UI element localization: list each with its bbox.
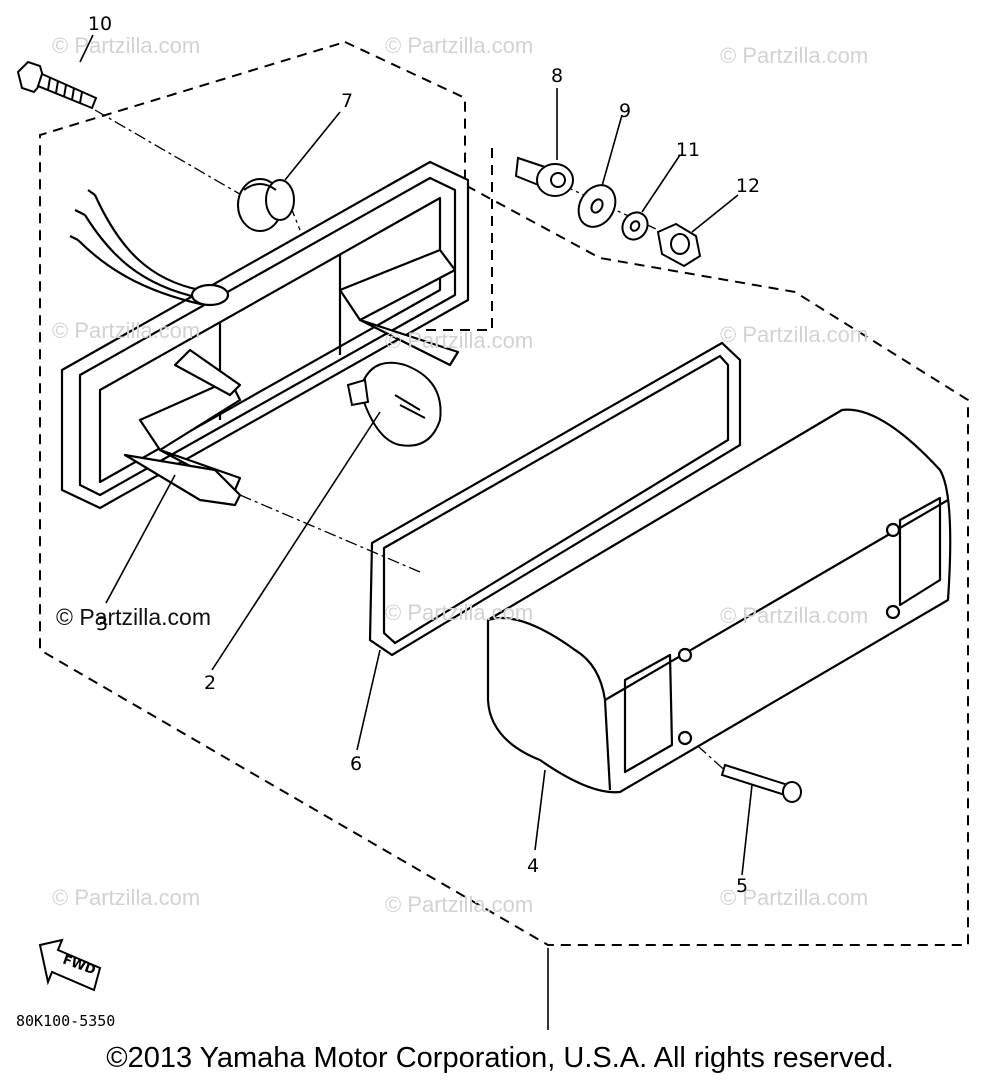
callout-6: 6 <box>349 753 363 775</box>
watermark: © Partzilla.com <box>52 885 201 910</box>
bolt-part-10 <box>16 60 98 110</box>
fwd-arrow-icon <box>38 938 102 992</box>
callout-9: 9 <box>618 100 632 122</box>
callout-2: 2 <box>203 672 217 694</box>
callout-11: 11 <box>675 139 701 161</box>
watermark: © Partzilla.com <box>385 892 534 917</box>
gasket-part-6 <box>368 341 742 657</box>
fwd-label: FWD <box>60 952 98 979</box>
screw-part-5 <box>720 763 802 803</box>
callout-5: 5 <box>735 875 749 897</box>
watermark: © Partzilla.com <box>720 43 869 68</box>
tail-light-exploded-diagram <box>16 34 969 1030</box>
lamp-housing-part-3 <box>60 160 470 510</box>
watermark: © Partzilla.com <box>385 600 534 625</box>
watermark: © Partzilla.com <box>52 33 201 58</box>
lock-washer-part-11 <box>621 211 649 241</box>
watermark: © Partzilla.com <box>385 328 534 353</box>
copyright-notice: ©2013 Yamaha Motor Corporation, U.S.A. A… <box>106 1042 894 1074</box>
grommet-part-7 <box>237 178 295 232</box>
callout-10: 10 <box>87 13 113 35</box>
fwd-indicator: FWD <box>36 938 110 1000</box>
watermark: © Partzilla.com <box>720 603 869 628</box>
watermark: © Partzilla.com <box>52 318 201 343</box>
diagram-code: 80K100-5350 <box>16 1012 116 1030</box>
pin-part-8 <box>514 156 574 197</box>
callout-8: 8 <box>550 65 564 87</box>
washer-part-9 <box>577 184 617 228</box>
lens-part-4 <box>486 408 952 794</box>
watermark: © Partzilla.com <box>720 322 869 347</box>
callout-4: 4 <box>526 855 540 877</box>
callout-3: 3 <box>95 613 109 635</box>
assembly-boundary <box>39 41 969 946</box>
watermark: © Partzilla.com <box>720 885 869 910</box>
bulb-part-2 <box>346 361 442 447</box>
watermark: © Partzilla.com <box>385 33 534 58</box>
callout-lines <box>79 34 753 1030</box>
nut-part-12 <box>656 222 702 268</box>
callout-12: 12 <box>735 175 761 197</box>
watermark-dark: © Partzilla.com <box>56 604 211 631</box>
callout-7: 7 <box>340 90 354 112</box>
